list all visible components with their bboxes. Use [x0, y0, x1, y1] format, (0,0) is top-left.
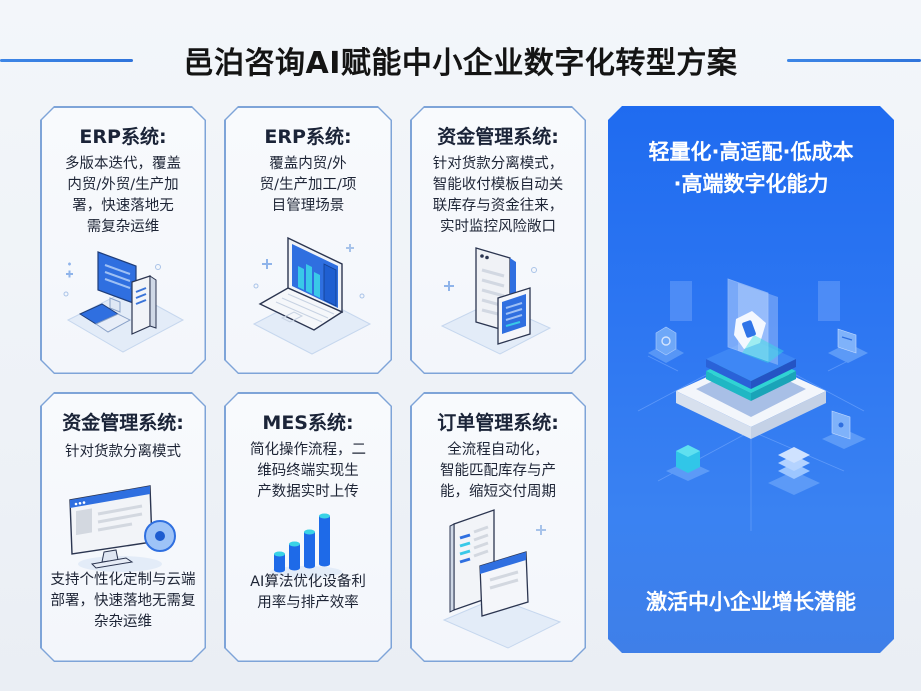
feature-panel: 轻量化·高适配·低成本 ·高端数字化能力 [608, 106, 894, 653]
card-funds-2: 资金管理系统: 针对货款分离模式 支持个性化定制与云端 部署，快速落地无需复 杂… [40, 392, 206, 662]
card-description-top: 针对货款分离模式 [65, 444, 181, 460]
bar-chart-cylinders-icon [268, 510, 348, 580]
feature-tagline: 激活中小企业增长潜能 [646, 590, 856, 614]
card-erp-2: ERP系统: 覆盖内贸/外 贸/生产加工/项 目管理场景 [224, 106, 392, 374]
card-description: 多版本迭代，覆盖 内贸/外贸/生产加 署，快速落地无 需复杂运维 [65, 156, 181, 235]
card-description: 覆盖内贸/外 贸/生产加工/项 目管理场景 [259, 156, 357, 214]
isometric-platform-network-icon [618, 261, 884, 551]
card-title: MES系统: [262, 412, 354, 434]
monitor-location-pin-icon [60, 480, 188, 575]
page-title: 邑泊咨询AI赋能中小企业数字化转型方案 [183, 46, 738, 81]
laptop-chart-icon [242, 234, 377, 359]
card-description: 全流程自动化， 智能匹配库存与产 能，缩短交付周期 [440, 442, 556, 500]
card-title: 资金管理系统: [62, 412, 184, 434]
documents-monitor-icon [436, 502, 566, 652]
feature-headline: 轻量化·高适配·低成本 ·高端数字化能力 [648, 140, 854, 196]
card-description: 支持个性化定制与云端 部署，快速落地无需复 杂杂运维 [50, 572, 196, 630]
card-mes: MES系统: 简化操作流程，二 维码终端实现生 产数据实时上传 AI算法优化设备… [224, 392, 392, 662]
header: 邑泊咨询AI赋能中小企业数字化转型方案 [0, 30, 921, 90]
card-erp-1: ERP系统: 多版本迭代，覆盖 内贸/外贸/生产加 署，快速落地无 需复杂运维 [40, 106, 206, 374]
card-orders: 订单管理系统: 全流程自动化， 智能匹配库存与产 能，缩短交付周期 [410, 392, 586, 662]
card-description: AI算法优化设备利 用率与排产效率 [250, 574, 366, 611]
card-title: ERP系统: [79, 126, 167, 148]
card-funds-1: 资金管理系统: 针对货款分离模式， 智能收付模板自动关 联库存与资金往来， 实时… [410, 106, 586, 374]
document-tablet-icon [432, 240, 567, 365]
card-title: ERP系统: [264, 126, 352, 148]
title-divider-right [787, 59, 921, 62]
desktop-computer-server-icon [58, 242, 188, 362]
card-title: 订单管理系统: [437, 412, 559, 434]
card-title: 资金管理系统: [437, 126, 559, 148]
card-description: 针对货款分离模式， 智能收付模板自动关 联库存与资金往来， 实时监控风险敞口 [432, 156, 564, 235]
card-description-top: 简化操作流程，二 维码终端实现生 产数据实时上传 [250, 442, 366, 500]
title-divider-left [0, 59, 133, 62]
